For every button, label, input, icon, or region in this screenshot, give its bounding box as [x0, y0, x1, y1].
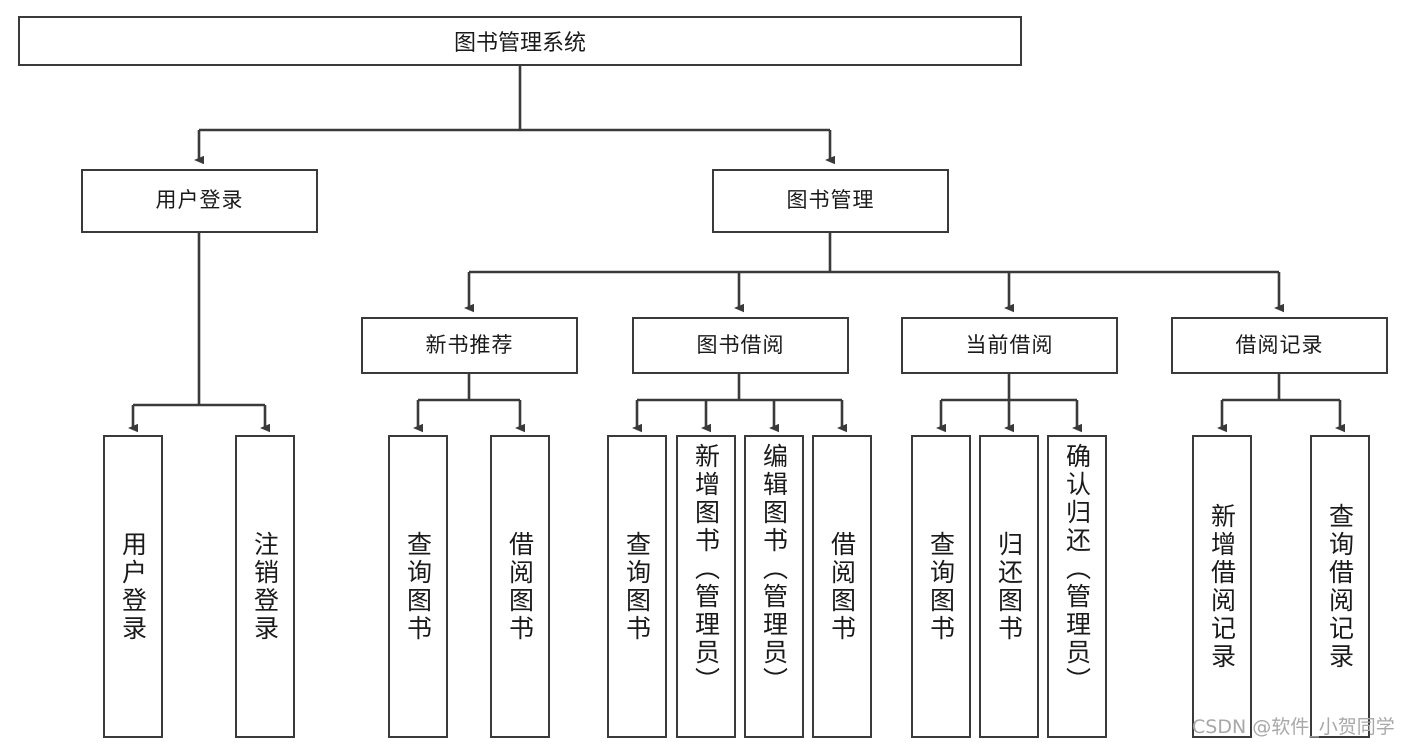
leaf-query-book-new[interactable]: 查询图书 — [388, 435, 448, 738]
leaf-user-login[interactable]: 用户登录 — [103, 435, 163, 738]
leaf-return-book[interactable]: 归还图书 — [979, 435, 1039, 738]
leaf-label: 归还图书 — [994, 530, 1024, 643]
node-borrow-record[interactable]: 借阅记录 — [1171, 317, 1388, 374]
leaf-query-borrow-record[interactable]: 查询借阅记录 — [1310, 435, 1370, 738]
leaf-label: 借阅图书 — [827, 530, 857, 643]
leaf-query-book-current[interactable]: 查询图书 — [911, 435, 971, 738]
leaf-label: 确认归还（管理员） — [1062, 443, 1092, 695]
leaf-query-book-borrow[interactable]: 查询图书 — [607, 435, 667, 738]
node-book-borrow[interactable]: 图书借阅 — [632, 317, 849, 374]
leaf-label: 新增借阅记录 — [1207, 502, 1237, 671]
node-root[interactable]: 图书管理系统 — [18, 16, 1022, 66]
leaf-label: 查询图书 — [926, 530, 956, 643]
leaf-label: 用户登录 — [118, 530, 148, 643]
leaf-label: 查询图书 — [622, 530, 652, 643]
node-user-login[interactable]: 用户登录 — [81, 169, 318, 233]
leaf-label: 注销登录 — [250, 530, 280, 643]
node-current-borrow[interactable]: 当前借阅 — [901, 317, 1118, 374]
leaf-label: 查询借阅记录 — [1325, 502, 1355, 671]
leaf-borrow-book-new[interactable]: 借阅图书 — [490, 435, 550, 738]
leaf-logout[interactable]: 注销登录 — [235, 435, 295, 738]
leaf-add-book-admin[interactable]: 新增图书（管理员） — [676, 435, 736, 738]
leaf-label: 编辑图书（管理员） — [759, 443, 789, 695]
leaf-label: 新增图书（管理员） — [691, 443, 721, 695]
node-book-management[interactable]: 图书管理 — [712, 169, 949, 233]
leaf-label: 借阅图书 — [505, 530, 535, 643]
node-new-book-recommend[interactable]: 新书推荐 — [361, 317, 578, 374]
leaf-label: 查询图书 — [403, 530, 433, 643]
leaf-edit-book-admin[interactable]: 编辑图书（管理员） — [744, 435, 804, 738]
leaf-add-borrow-record[interactable]: 新增借阅记录 — [1192, 435, 1252, 738]
leaf-borrow-book[interactable]: 借阅图书 — [812, 435, 872, 738]
watermark-text: CSDN @软件_小贺同学 — [1192, 716, 1395, 738]
leaf-confirm-return-admin[interactable]: 确认归还（管理员） — [1047, 435, 1107, 738]
